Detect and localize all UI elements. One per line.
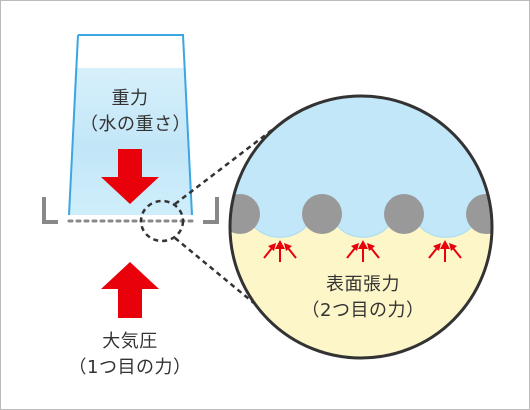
net-thread-3 [384,194,424,234]
tension-arrow-icon [428,243,441,259]
gravity-title: 重力 [111,88,149,109]
bracket-left [42,197,58,224]
tension-arrow-icon [275,240,285,262]
gravity-arrow-icon [101,149,159,204]
gravity-label: 重力 （水の重さ） [80,86,191,138]
tension-arrow-icon [263,243,276,259]
gravity-note: （水の重さ） [80,114,191,135]
atmospheric-pressure-label: 大気圧 （1つ目の力） [62,329,198,381]
surface-tension-arrows [263,240,462,262]
magnified-circle-outline [228,94,494,360]
net-thread-2 [302,194,342,234]
water-region [230,96,492,238]
tension-arrow-icon [367,243,380,259]
zoom-source-ellipse [139,199,185,243]
tension-arrow-icon [284,243,297,259]
tension-arrow-icon [358,240,368,262]
tension-arrow-icon [346,243,359,259]
tension-arrow-icon [440,240,450,262]
surface-tension-title: 表面張力 [326,274,400,295]
water-body [69,68,192,215]
atmospheric-pressure-title: 大気圧 [102,331,158,352]
net-thread-4 [466,194,492,234]
surface-tension-note: （2つ目の力） [301,300,425,321]
glass-outline [68,34,193,216]
atmospheric-pressure-arrow-icon [101,262,159,318]
bracket-right [203,197,219,224]
surface-tension-label: 表面張力 （2つ目の力） [296,272,430,324]
zoom-line-bottom [174,237,273,319]
atmospheric-pressure-note: （1つ目の力） [68,357,192,378]
tension-arrow-icon [449,243,462,259]
glass-of-water [68,34,193,216]
magnified-view [230,96,492,358]
net-thread-1 [230,194,260,234]
zoom-line-top [174,129,273,205]
